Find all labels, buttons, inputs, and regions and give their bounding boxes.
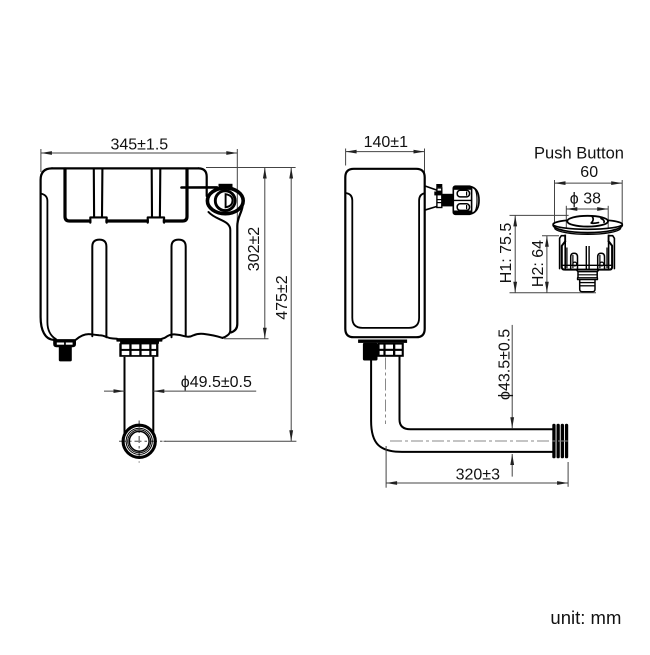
svg-text:60: 60 (580, 164, 598, 181)
svg-text:ϕ43.5±0.5: ϕ43.5±0.5 (497, 329, 514, 400)
svg-text:unit: mm: unit: mm (550, 607, 621, 628)
svg-text:ϕ49.5±0.5: ϕ49.5±0.5 (181, 374, 252, 391)
svg-text:ϕ 38: ϕ 38 (570, 191, 601, 208)
svg-text:Push Button: Push Button (534, 145, 624, 163)
svg-text:302±2: 302±2 (246, 227, 263, 271)
svg-text:320±3: 320±3 (456, 467, 500, 484)
svg-text:H2: 64: H2: 64 (530, 240, 547, 287)
svg-text:475±2: 475±2 (274, 275, 291, 319)
svg-text:345±1.5: 345±1.5 (110, 137, 168, 154)
svg-text:H1: 75.5: H1: 75.5 (498, 223, 515, 284)
svg-text:140±1: 140±1 (364, 134, 408, 151)
